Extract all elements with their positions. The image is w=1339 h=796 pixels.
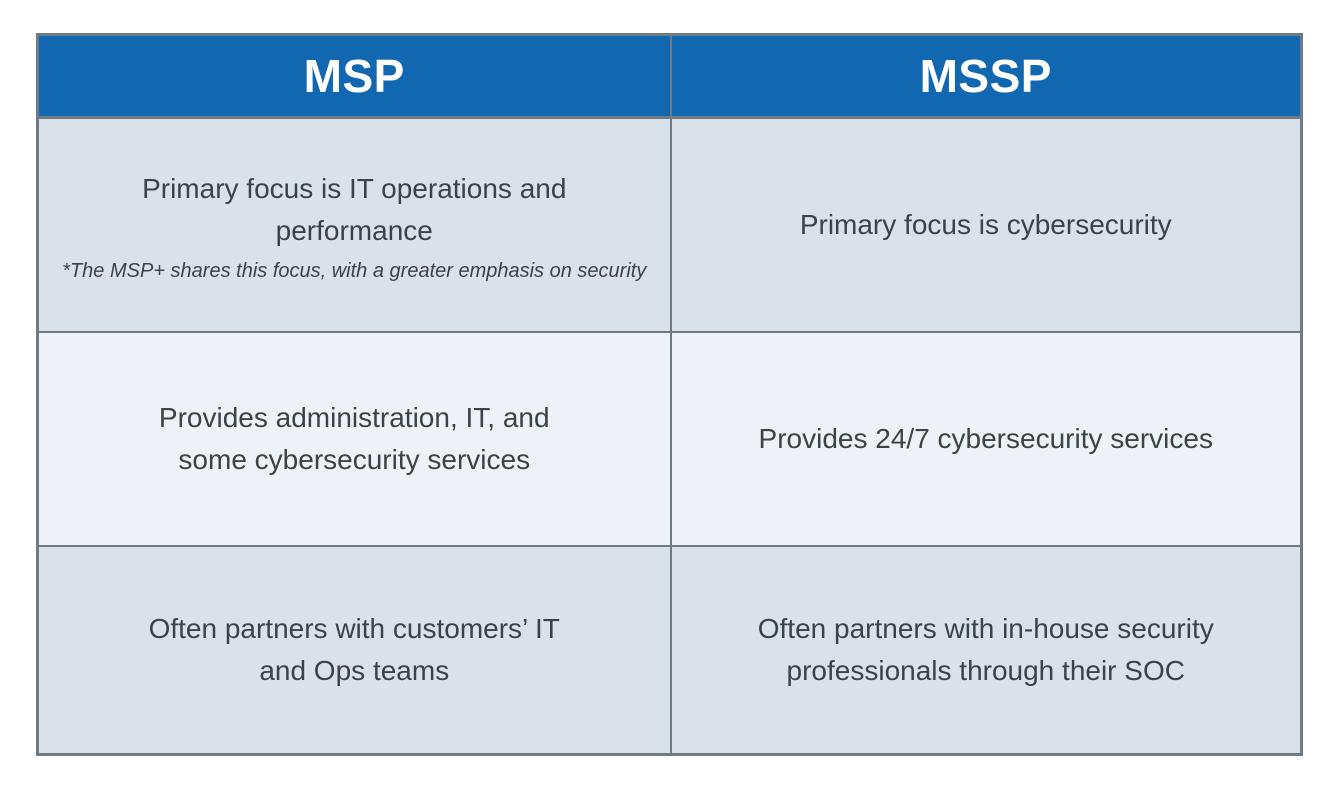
cell-msp-partners: Often partners with customers’ IT and Op… bbox=[39, 545, 670, 753]
cell-text: Often partners with in-house security pr… bbox=[757, 613, 1214, 686]
cell-footnote: *The MSP+ shares this focus, with a grea… bbox=[62, 259, 647, 282]
column-header-msp-label: MSP bbox=[303, 50, 405, 102]
column-header-mssp: MSSP bbox=[669, 36, 1300, 116]
cell-mssp-partners: Often partners with in-house security pr… bbox=[669, 545, 1300, 753]
cell-text: Often partners with customers’ IT and Op… bbox=[148, 613, 560, 686]
column-header-msp: MSP bbox=[39, 36, 670, 116]
cell-msp-services: Provides administration, IT, and some cy… bbox=[39, 331, 670, 545]
cell-text: Provides 24/7 cybersecurity services bbox=[758, 423, 1213, 454]
cell-msp-primary-focus: Primary focus is IT operations and perfo… bbox=[39, 116, 670, 331]
cell-mssp-services: Provides 24/7 cybersecurity services bbox=[669, 331, 1300, 545]
msp-mssp-comparison-table: MSP MSSP Primary focus is IT operations … bbox=[36, 33, 1303, 756]
cell-text: Primary focus is IT operations and perfo… bbox=[142, 172, 567, 246]
cell-mssp-primary-focus: Primary focus is cybersecurity bbox=[669, 116, 1300, 331]
cell-text: Primary focus is cybersecurity bbox=[799, 209, 1172, 240]
column-header-mssp-label: MSSP bbox=[919, 50, 1052, 102]
cell-text: Provides administration, IT, and some cy… bbox=[158, 402, 550, 475]
